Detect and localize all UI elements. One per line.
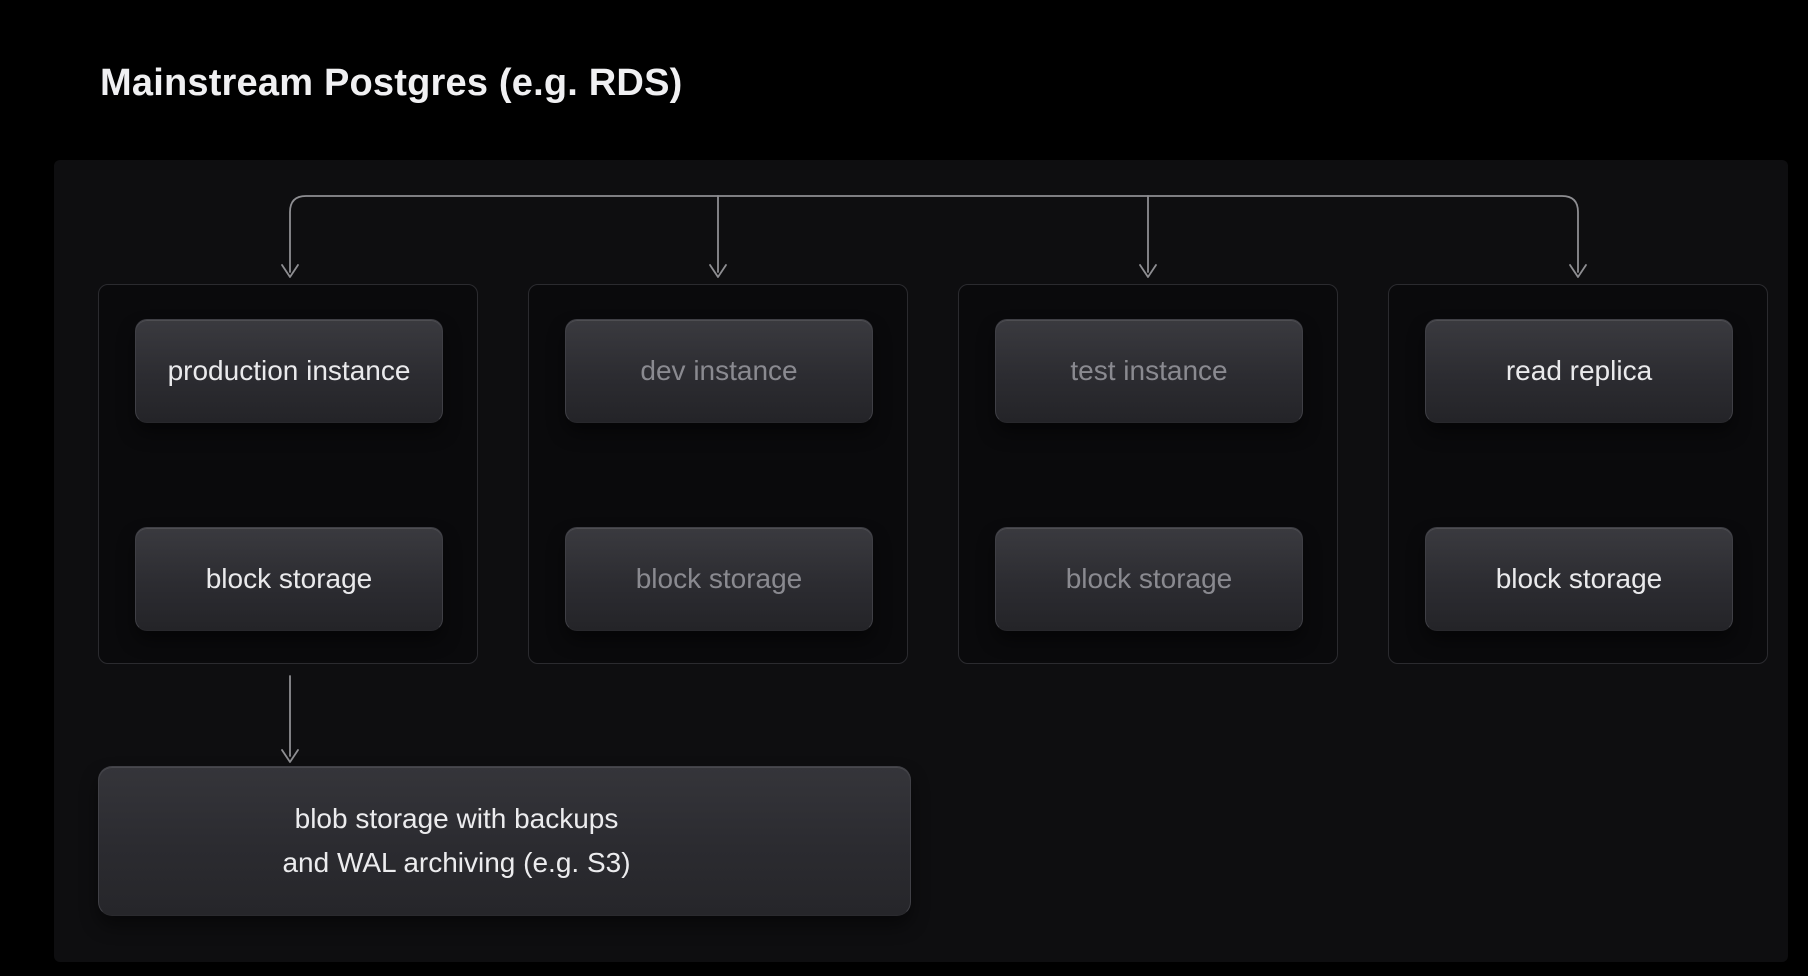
node-production-instance: production instance bbox=[135, 319, 443, 423]
blob-storage-line2: and WAL archiving (e.g. S3) bbox=[282, 847, 631, 878]
group-read-replica: read replica block storage bbox=[1388, 284, 1768, 664]
node-dev-block-storage: block storage bbox=[565, 527, 873, 631]
node-dev-instance: dev instance bbox=[565, 319, 873, 423]
group-production: production instance block storage bbox=[98, 284, 478, 664]
node-test-block-storage: block storage bbox=[995, 527, 1303, 631]
group-test: test instance block storage bbox=[958, 284, 1338, 664]
node-blob-storage: blob storage with backups and WAL archiv… bbox=[98, 766, 911, 916]
blob-storage-line1: blob storage with backups bbox=[294, 803, 619, 834]
node-read-replica-block-storage: block storage bbox=[1425, 527, 1733, 631]
node-test-instance: test instance bbox=[995, 319, 1303, 423]
group-dev: dev instance block storage bbox=[528, 284, 908, 664]
node-production-block-storage: block storage bbox=[135, 527, 443, 631]
node-read-replica-instance: read replica bbox=[1425, 319, 1733, 423]
page-title: Mainstream Postgres (e.g. RDS) bbox=[100, 62, 683, 104]
